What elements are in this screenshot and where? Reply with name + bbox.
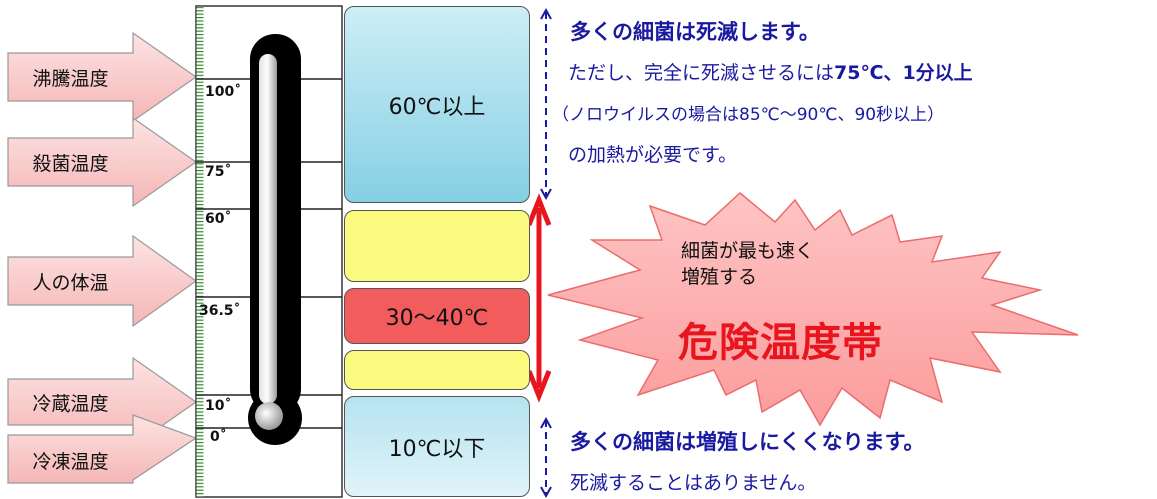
boiling-arrow-shape xyxy=(7,31,198,123)
zone-hot: 60℃以上 xyxy=(344,6,530,203)
zone-hot-label: 60℃以上 xyxy=(388,94,486,120)
top-note-line-1-emphasis: 75℃、1分以上 xyxy=(834,62,973,84)
scale-label-36-5: 36.5˚ xyxy=(199,303,241,319)
arrow-label-boiling: 沸騰温度 xyxy=(32,67,109,90)
bottom-note-sub: 死滅することはありません。 xyxy=(570,472,817,494)
zone-danger-mid: 30～40℃ xyxy=(344,288,530,344)
scale-label-0: 0˚ xyxy=(210,429,227,445)
body-arrow-shape xyxy=(7,234,198,328)
thermometer-icon xyxy=(248,34,302,445)
zone-danger-mid-label: 30～40℃ xyxy=(385,306,489,331)
thermometer-panel xyxy=(195,5,343,498)
arrow-label-fridge: 冷蔵温度 xyxy=(32,392,109,415)
freeze-arrow-shape xyxy=(7,414,198,484)
scale-label-60: 60˚ xyxy=(205,211,232,227)
top-range-arrow xyxy=(540,7,552,201)
top-note-line-1-text: ただし、完全に死滅させるには xyxy=(568,62,835,84)
burst-line-1: 細菌が最も速く xyxy=(681,240,815,262)
zone-warm-upper xyxy=(344,210,530,282)
top-note-line-2: （ノロウイルスの場合は85℃～90℃、90秒以上） xyxy=(552,105,945,125)
bottom-range-arrow xyxy=(540,416,552,499)
scale-label-10: 10˚ xyxy=(205,398,232,414)
ruler-strip xyxy=(196,6,204,497)
top-note-line-1: ただし、完全に死滅させるには75℃、1分以上 xyxy=(568,58,973,85)
graphics-layer xyxy=(530,7,1079,499)
danger-zone-title: 危険温度帯 xyxy=(678,320,883,366)
top-note-line-3: の加熱が必要です。 xyxy=(568,144,738,166)
sterilize-arrow-shape xyxy=(7,116,198,208)
zone-warm-lower xyxy=(344,350,530,390)
scale-label-75: 75˚ xyxy=(205,164,232,180)
danger-range-arrow xyxy=(530,193,552,403)
arrow-label-sterilize: 殺菌温度 xyxy=(32,152,109,175)
scale-label-100: 100˚ xyxy=(205,84,242,100)
top-note-heading: 多くの細菌は死滅します。 xyxy=(570,20,820,44)
danger-burst-shape xyxy=(547,192,1079,427)
burst-text: 細菌が最も速く 増殖する xyxy=(681,238,814,290)
bottom-note-heading: 多くの細菌は増殖しにくくなります。 xyxy=(570,430,925,454)
arrow-label-body-temp: 人の体温 xyxy=(32,271,109,294)
arrow-layer xyxy=(7,31,198,484)
burst-line-2: 増殖する xyxy=(681,266,758,288)
zone-cold: 10℃以下 xyxy=(344,396,530,497)
arrow-label-freeze: 冷凍温度 xyxy=(32,450,109,473)
zone-cold-label: 10℃以下 xyxy=(388,436,486,462)
